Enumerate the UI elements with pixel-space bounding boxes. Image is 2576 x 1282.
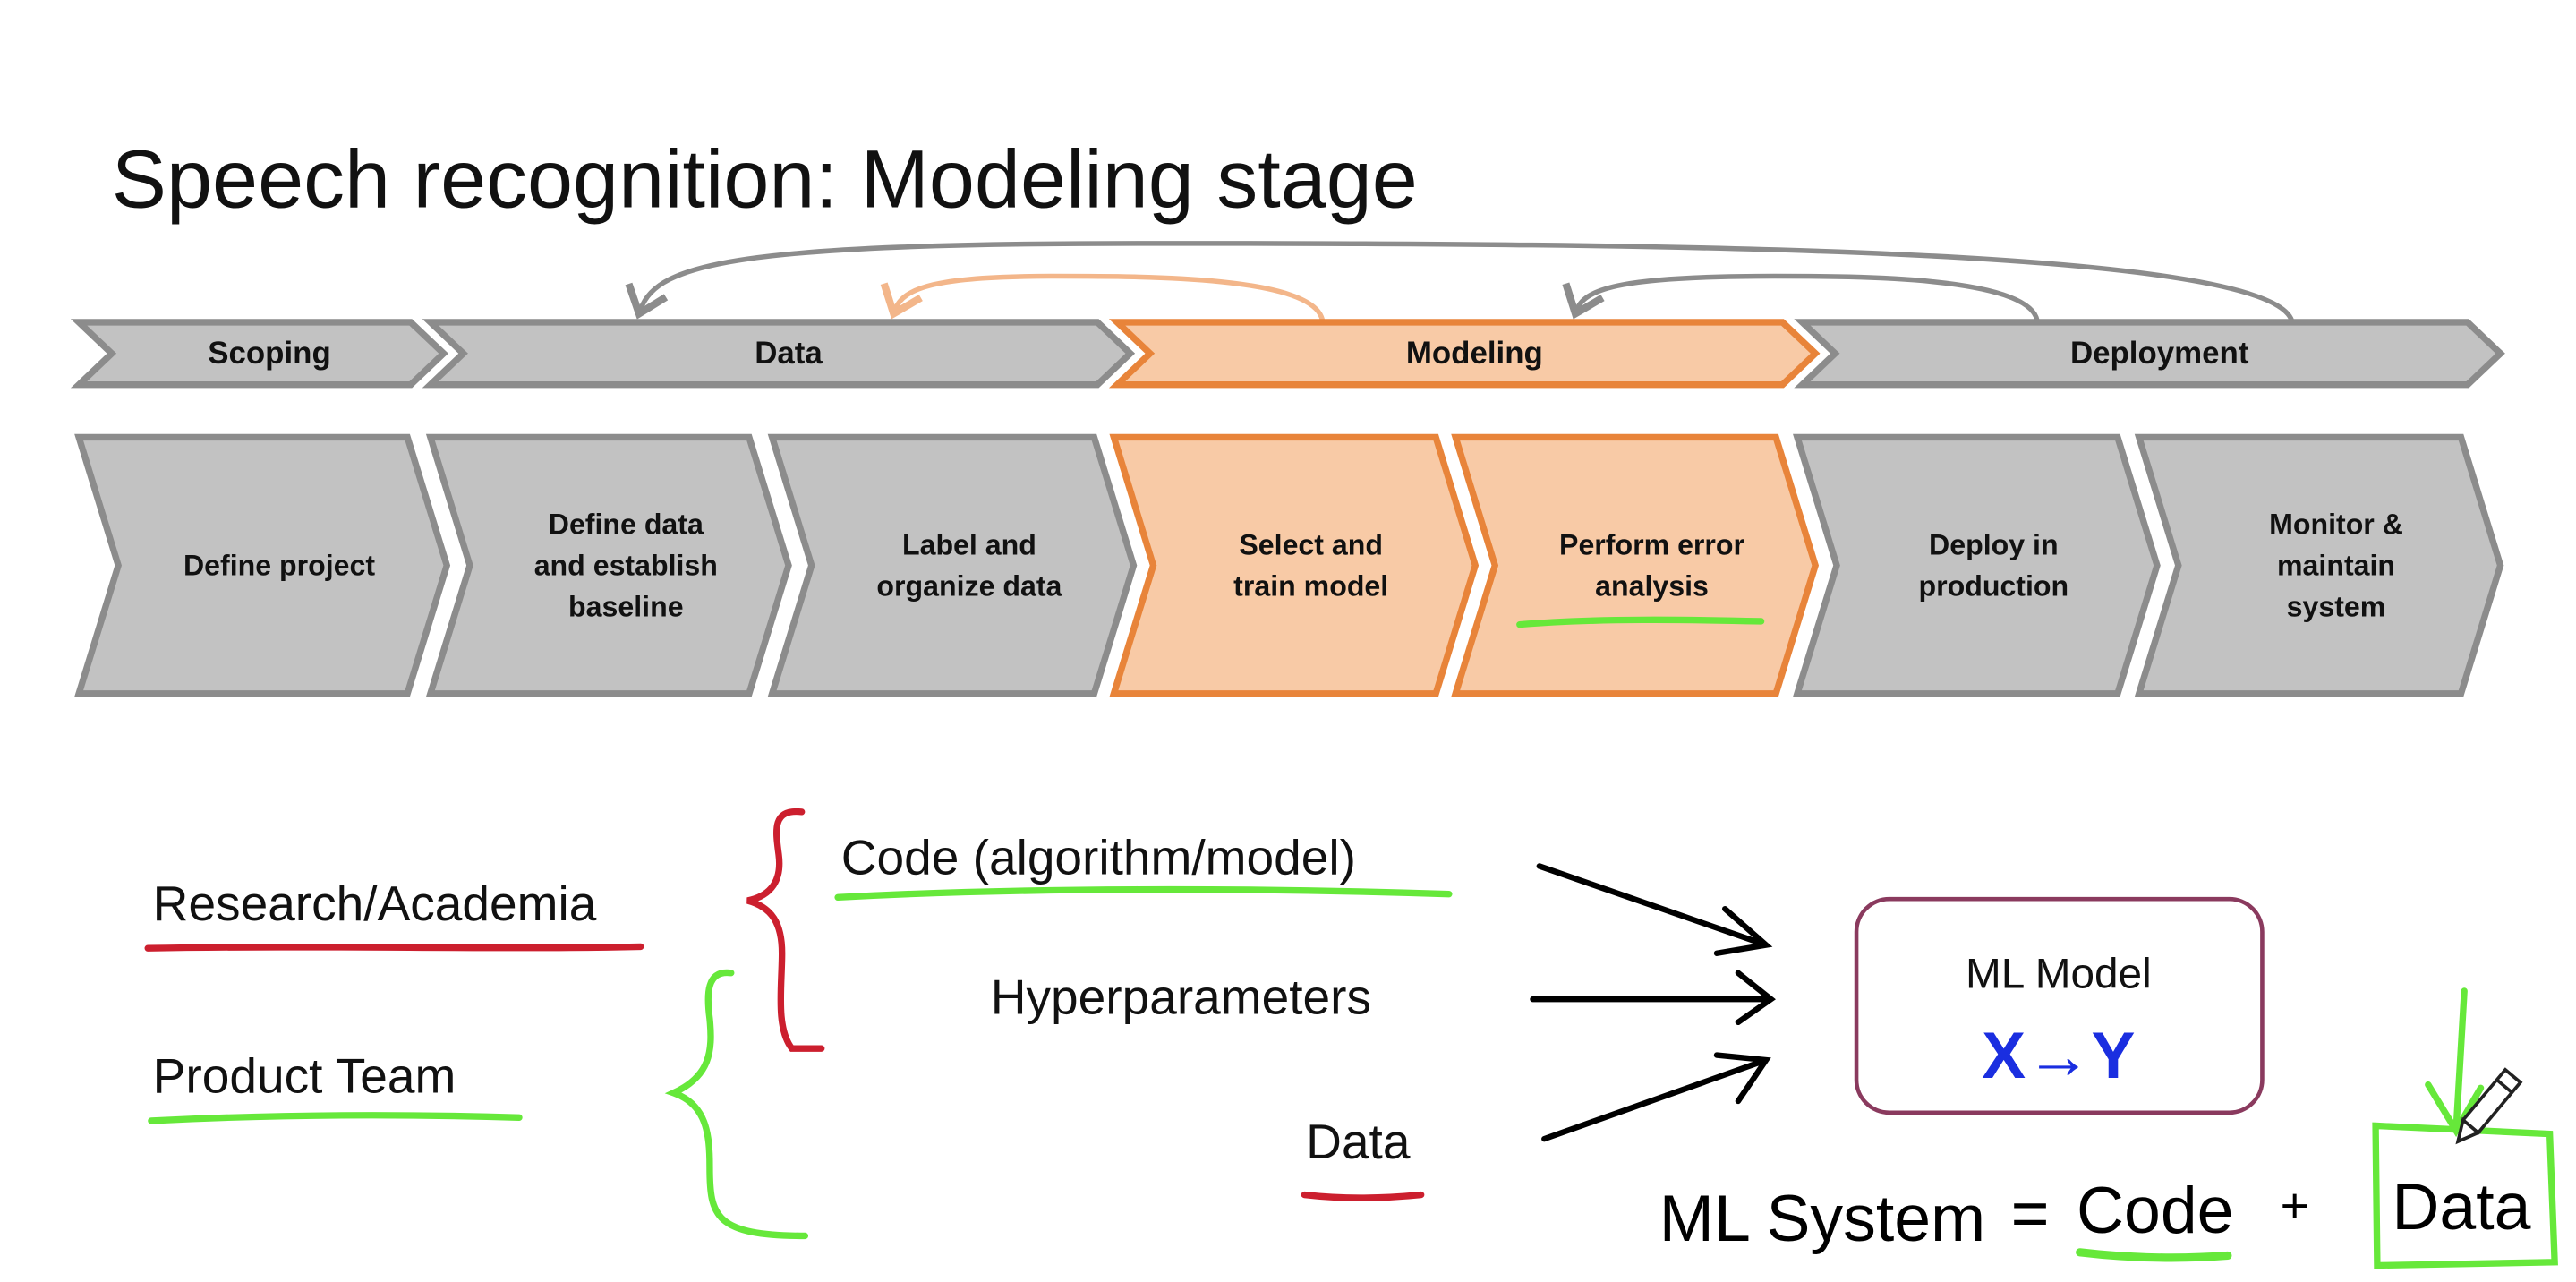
green-brace: [664, 969, 809, 1240]
green-underline-product: [148, 1112, 523, 1124]
step-label: analysis: [1595, 570, 1709, 603]
red-underline-data: [1301, 1191, 1425, 1201]
ml-model-box: [1854, 896, 2265, 1115]
data-label: Data: [1306, 1114, 1411, 1169]
arrow-icon: [1530, 863, 1776, 1142]
red-brace: [746, 808, 825, 1052]
step-chevron: [1793, 433, 2161, 697]
equation-lhs: ML System: [1659, 1182, 1985, 1255]
step-label: Monitor &: [2269, 509, 2403, 541]
green-underline-code: [834, 885, 1453, 902]
red-underline-research: [144, 943, 644, 952]
ml-system-equation: ML System = Code + Data: [1659, 1170, 2531, 1255]
green-underline-eq-code: [2076, 1248, 2232, 1262]
step-chevron: [1109, 433, 1480, 697]
step-label: Label and: [902, 529, 1036, 561]
step-label: train model: [1233, 570, 1388, 603]
slide-title: Speech recognition: Modeling stage: [112, 133, 1418, 225]
step-chevron: [2134, 433, 2504, 697]
equation-code: Code: [2077, 1174, 2234, 1247]
mapping-x-to-y: X→Y: [1982, 1019, 2135, 1092]
step-label: Define project: [183, 550, 375, 582]
phase-chevron: [1794, 319, 2505, 389]
step-label: organize data: [876, 570, 1062, 603]
ml-model-title: ML Model: [1966, 950, 2152, 997]
equation-equals: =: [2011, 1176, 2050, 1250]
equation-data: Data: [2392, 1170, 2530, 1244]
phase-label: Deployment: [2070, 336, 2249, 371]
phase-label: Data: [755, 336, 823, 371]
step-label: system: [2287, 590, 2386, 622]
step-label: Perform error: [1559, 529, 1745, 561]
step-chevron: [74, 433, 451, 697]
hyperparameters-label: Hyperparameters: [991, 970, 1371, 1025]
pencil-cursor-icon: [2455, 1067, 2523, 1145]
step-chevron: [767, 433, 1138, 697]
research-academia-label: Research/Academia: [153, 876, 597, 931]
phase-label: Scoping: [208, 336, 331, 371]
step-label: and establish: [534, 550, 718, 582]
step-label: Select and: [1239, 529, 1383, 561]
feedback-arrow-model-to-data: [880, 273, 1326, 321]
phase-chevron: [1108, 319, 1821, 389]
green-underline-error-analysis: [1516, 616, 1765, 628]
code-label: Code (algorithm/model): [841, 830, 1356, 885]
feedback-arrow-deploy-to-data: [625, 241, 2295, 322]
product-team-label: Product Team: [153, 1048, 456, 1104]
feedback-arrow-deploy-to-model: [1562, 273, 2040, 321]
green-box-data: [2372, 1122, 2558, 1269]
step-label: maintain: [2277, 550, 2395, 582]
step-label: Define data: [549, 509, 704, 541]
step-chevron: [1451, 433, 1820, 697]
phase-chevron: [70, 319, 448, 389]
step-label: baseline: [568, 590, 684, 622]
step-chevron: [425, 433, 792, 697]
step-label: Deploy in: [1929, 529, 2059, 561]
equation-plus: +: [2281, 1178, 2309, 1234]
phase-label: Modeling: [1406, 336, 1543, 371]
green-arrow-to-data: [2425, 987, 2485, 1138]
step-label: production: [1919, 570, 2069, 603]
phase-chevron: [422, 319, 1136, 389]
